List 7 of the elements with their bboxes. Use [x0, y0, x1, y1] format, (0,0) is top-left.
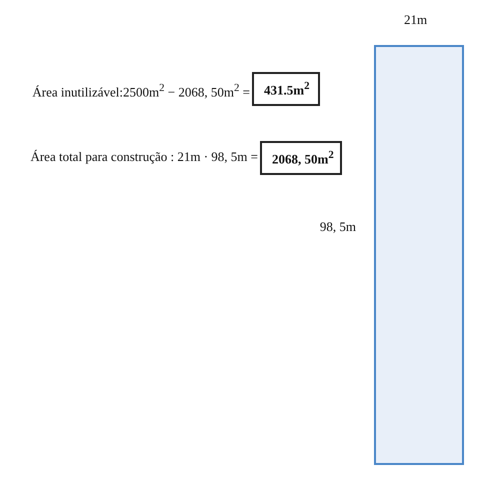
- result-box: 2068, 50m$^{2}$: [260, 141, 342, 176]
- plot-rectangle: [374, 45, 464, 465]
- formula-text: Área total para construção : 21m · 98, 5m =: [30, 149, 258, 165]
- result-box: 431.5m$^{2}$: [252, 72, 320, 106]
- dimension-label: 98, 5m: [320, 219, 356, 235]
- dimension-label: 21m: [404, 12, 428, 28]
- formula-text: Área inutilizável:2500m$^{2}$ − 2068, 50m$^{2}$ =: [32, 81, 250, 100]
